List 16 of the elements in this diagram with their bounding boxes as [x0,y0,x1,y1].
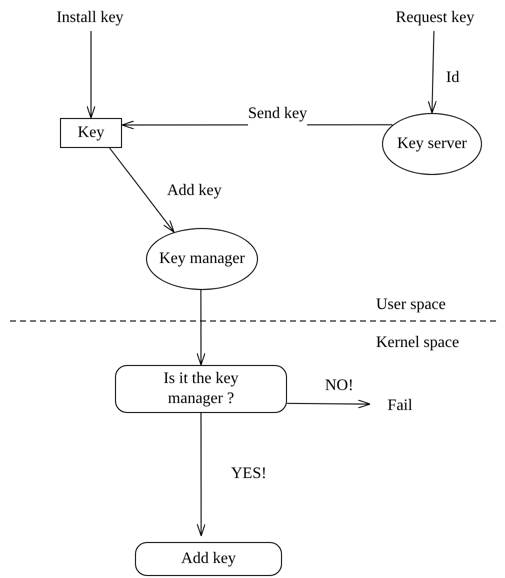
node-text: Request key [380,5,490,31]
arrow [86,30,96,118]
arrow [196,290,206,366]
ellipse-node: Key manager [146,228,258,290]
rounded-box: Is it the key manager ? [115,365,287,413]
ellipse-node: Key server [382,113,482,175]
arrow [109,148,174,233]
region-label: User space [376,295,446,315]
region-label: Kernel space [376,333,460,353]
process-box: Key [60,118,122,148]
arrow [196,412,206,536]
node-text: Install key [40,5,140,31]
arrow [428,30,437,114]
arrow [286,399,370,408]
rounded-box: Add key [135,542,282,576]
node-text: Fail [380,394,420,418]
